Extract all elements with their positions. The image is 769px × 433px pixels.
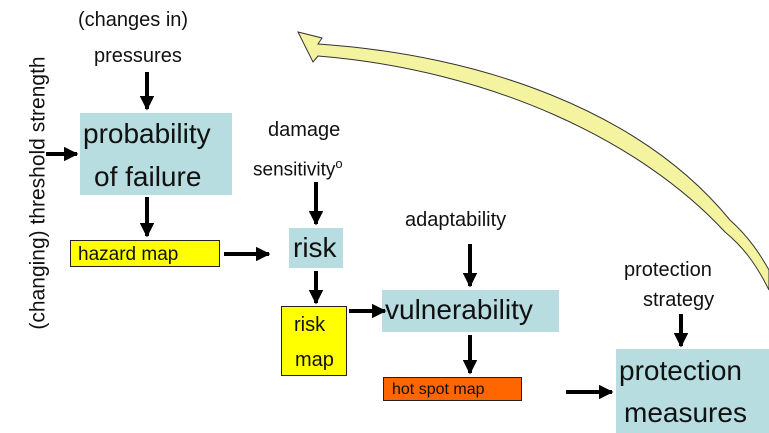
pressures-label: pressures — [94, 45, 182, 67]
vulnerability-label: vulnerability — [385, 294, 533, 325]
of-failure-label: of failure — [94, 161, 202, 192]
risk-map-line2: map — [295, 349, 334, 371]
hazard-map-box: hazard map — [70, 240, 220, 267]
risk-map-line1: risk — [294, 314, 326, 336]
protection-strategy-line2: strategy — [643, 289, 715, 311]
feedback-curved-arrow — [297, 31, 769, 291]
risk-box: risk — [289, 228, 343, 268]
probability-label: probability — [83, 118, 211, 149]
vulnerability-box: vulnerability — [382, 290, 559, 332]
risk-label: risk — [293, 232, 337, 263]
hot-spot-map-label: hot spot map — [392, 381, 485, 398]
protection-measures-box: protection measures — [616, 349, 769, 433]
damage-label: damage — [268, 119, 341, 141]
sensitivity-text: sensitivity — [253, 159, 336, 181]
protection-measures-line1: protection — [619, 355, 742, 386]
protection-strategy-line1: protection — [624, 259, 712, 281]
sensitivity-label: sensitivityo — [253, 157, 343, 179]
hot-spot-map-box: hot spot map — [383, 377, 522, 401]
adaptability-label: adaptability — [405, 209, 507, 231]
sensitivity-superscript: o — [335, 156, 343, 171]
probability-of-failure-box: probability of failure — [80, 113, 232, 195]
protection-measures-line2: measures — [624, 397, 747, 428]
hazard-map-label: hazard map — [78, 244, 179, 265]
risk-map-box: risk map — [281, 306, 347, 376]
changes-in-label: (changes in) — [78, 9, 189, 31]
